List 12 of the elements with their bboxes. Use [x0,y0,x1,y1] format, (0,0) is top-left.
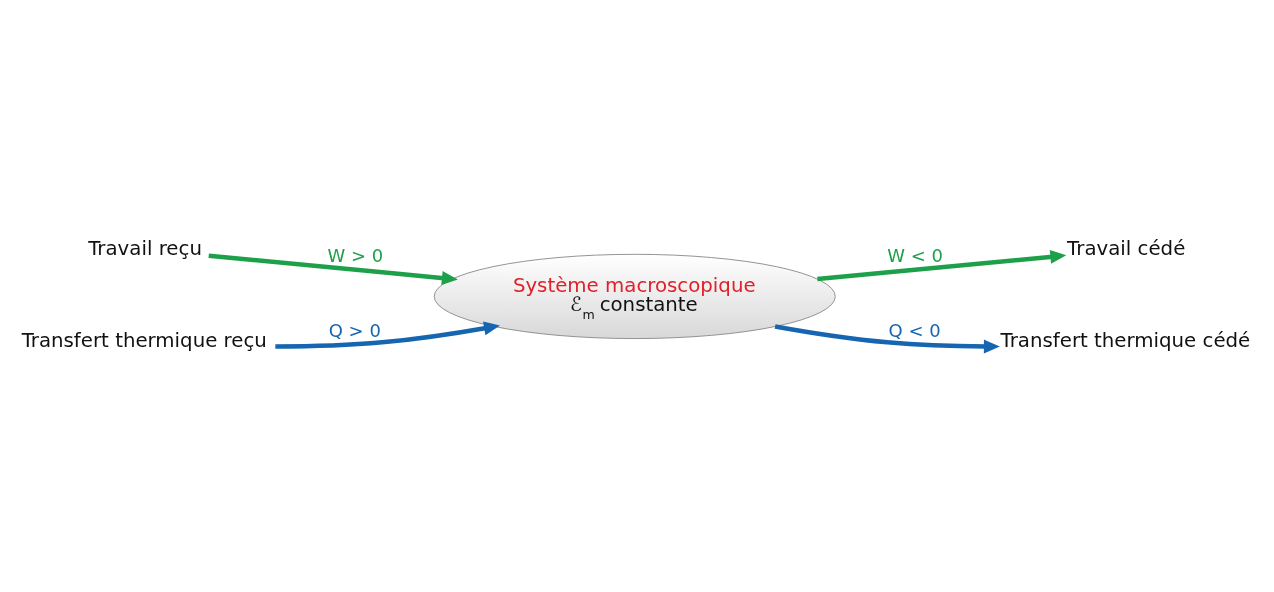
arrow [208,253,458,285]
edge-label: Q < 0 [888,319,941,341]
node-text: Transfert thermique reçu [21,329,267,353]
arrow [774,324,1000,354]
node-text: Travail cédé [1067,236,1186,260]
node-text: Travail reçu [88,236,202,260]
arrow [275,321,500,349]
edge-label: W < 0 [887,245,943,267]
arrow [817,249,1067,282]
edge-label: W > 0 [327,245,384,267]
node-text: Transfert thermique cédé [1000,329,1251,353]
edge-label: Q > 0 [328,319,381,341]
